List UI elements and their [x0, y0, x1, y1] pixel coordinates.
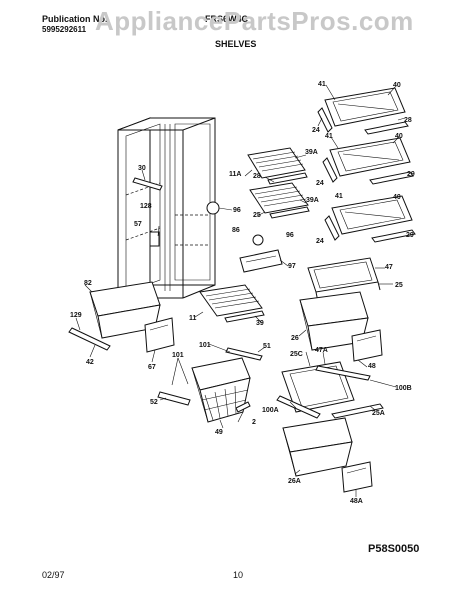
part-label: 28 — [253, 173, 261, 180]
part-label: 101 — [199, 342, 211, 349]
watermark-text: AppliancePartsPros.com — [95, 6, 414, 36]
wire-shelf-middle — [249, 182, 310, 219]
page-number: 10 — [233, 570, 244, 580]
part-label: 11 — [189, 315, 197, 322]
leader-lines — [75, 84, 406, 497]
part-label: 26 — [291, 335, 299, 342]
part-label: 47A — [315, 347, 328, 354]
part-label: 24 — [316, 180, 324, 187]
part-label: 96 — [286, 232, 294, 239]
part-label: 40 — [395, 133, 403, 140]
footer-date: 02/97 — [42, 570, 65, 580]
part-label: 97 — [288, 263, 296, 270]
part-label: 82 — [84, 280, 92, 287]
part-label: 28 — [404, 117, 412, 124]
part-label: 30 — [138, 165, 146, 172]
crisper-drawer-26A — [282, 417, 353, 477]
part-label: 40 — [393, 82, 401, 89]
part-label: 29 — [407, 171, 415, 178]
part-label: 49 — [215, 429, 223, 436]
part-label: 101 — [172, 352, 184, 359]
crisper-cover-frame — [307, 257, 381, 303]
part-label: 39A — [305, 149, 318, 156]
part-label: 128 — [140, 203, 152, 210]
part-label: 86 — [232, 227, 240, 234]
glass-shelf-lower — [324, 195, 416, 243]
part-label: 129 — [70, 312, 82, 319]
glass-shelf-middle — [322, 137, 414, 185]
part-label: 39A — [306, 197, 319, 204]
part-number-labels: 41 40 24 28 41 40 24 29 41 40 24 29 30 3… — [70, 81, 415, 505]
part-label: 26A — [288, 478, 301, 485]
part-label: 11A — [229, 171, 241, 178]
part-label: 52 — [150, 399, 158, 406]
wire-shelf-lower — [199, 284, 265, 323]
part-label: 41 — [325, 133, 333, 140]
part-label: 25 — [395, 282, 403, 289]
part-label: 29 — [406, 232, 414, 239]
part-label: 25C — [290, 351, 303, 358]
part-label: 100A — [262, 407, 279, 414]
model-number: FRS6W4C — [205, 14, 249, 24]
part-label: 24 — [316, 238, 324, 245]
part-label: 41 — [318, 81, 326, 88]
part-label: 57 — [134, 221, 142, 228]
part-label: 51 — [263, 343, 271, 350]
crisper-cover-47A — [276, 361, 384, 419]
bin-rail-42 — [68, 327, 111, 351]
drawer-front-48A — [341, 461, 373, 493]
publication-label: Publication No. — [42, 14, 108, 24]
part-label: 39 — [256, 320, 264, 327]
part-label: 96 — [233, 207, 241, 214]
part-label: 42 — [86, 359, 94, 366]
part-label: 25A — [372, 410, 385, 417]
section-title: SHELVES — [215, 39, 257, 49]
part-label: 67 — [148, 364, 156, 371]
part-label: 47 — [385, 264, 393, 271]
part-label: 41 — [335, 193, 343, 200]
part-label: 100B — [395, 385, 412, 392]
bin-front-67 — [144, 317, 175, 353]
wire-basket-49 — [191, 357, 251, 423]
basket-rails — [157, 347, 263, 413]
cabinet-illustration — [117, 117, 216, 299]
part-label: 24 — [312, 127, 320, 134]
diagram-code: P58S0050 — [368, 543, 420, 555]
wire-shelf-upper — [247, 147, 308, 185]
part-label: 48A — [350, 498, 363, 505]
part-label: 2 — [252, 419, 256, 426]
part-label: 48 — [368, 363, 376, 370]
glass-shelf-top — [317, 87, 409, 135]
part-label: 40 — [393, 194, 401, 201]
publication-number: 5995292611 — [42, 25, 87, 34]
part-label: 25 — [253, 212, 261, 219]
drawer-front-48 — [351, 329, 383, 362]
